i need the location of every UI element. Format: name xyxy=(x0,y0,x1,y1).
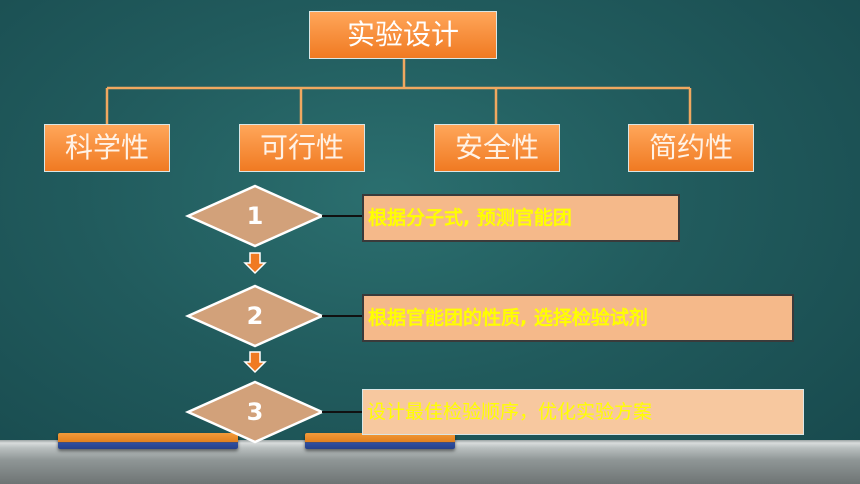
flow-diamonds xyxy=(184,184,326,444)
flow-arrows xyxy=(243,252,267,374)
step-number-1: 1 xyxy=(246,202,264,230)
step-number-3: 3 xyxy=(246,398,264,426)
diamond-1 xyxy=(184,184,326,248)
diagram-title: 实验设计 xyxy=(309,11,497,59)
step-number-2: 2 xyxy=(246,302,264,330)
down-arrow-1 xyxy=(243,252,267,275)
property-box-1: 科学性 xyxy=(44,124,170,172)
tree-connectors xyxy=(105,57,692,124)
property-box-2: 可行性 xyxy=(239,124,365,172)
diamond-2 xyxy=(184,284,326,348)
eraser-left xyxy=(58,433,238,449)
step-box-3: 设计最佳检验顺序，优化实验方案 xyxy=(362,389,804,435)
down-arrow-2 xyxy=(243,351,267,374)
eraser-right xyxy=(305,433,455,449)
property-box-3: 安全性 xyxy=(434,124,560,172)
property-box-4: 简约性 xyxy=(628,124,754,172)
step-connectors xyxy=(322,215,362,413)
step-box-1: 根据分子式, 预测官能团 xyxy=(362,194,680,242)
diamond-3 xyxy=(184,380,326,444)
step-box-2: 根据官能团的性质, 选择检验试剂 xyxy=(362,294,794,342)
